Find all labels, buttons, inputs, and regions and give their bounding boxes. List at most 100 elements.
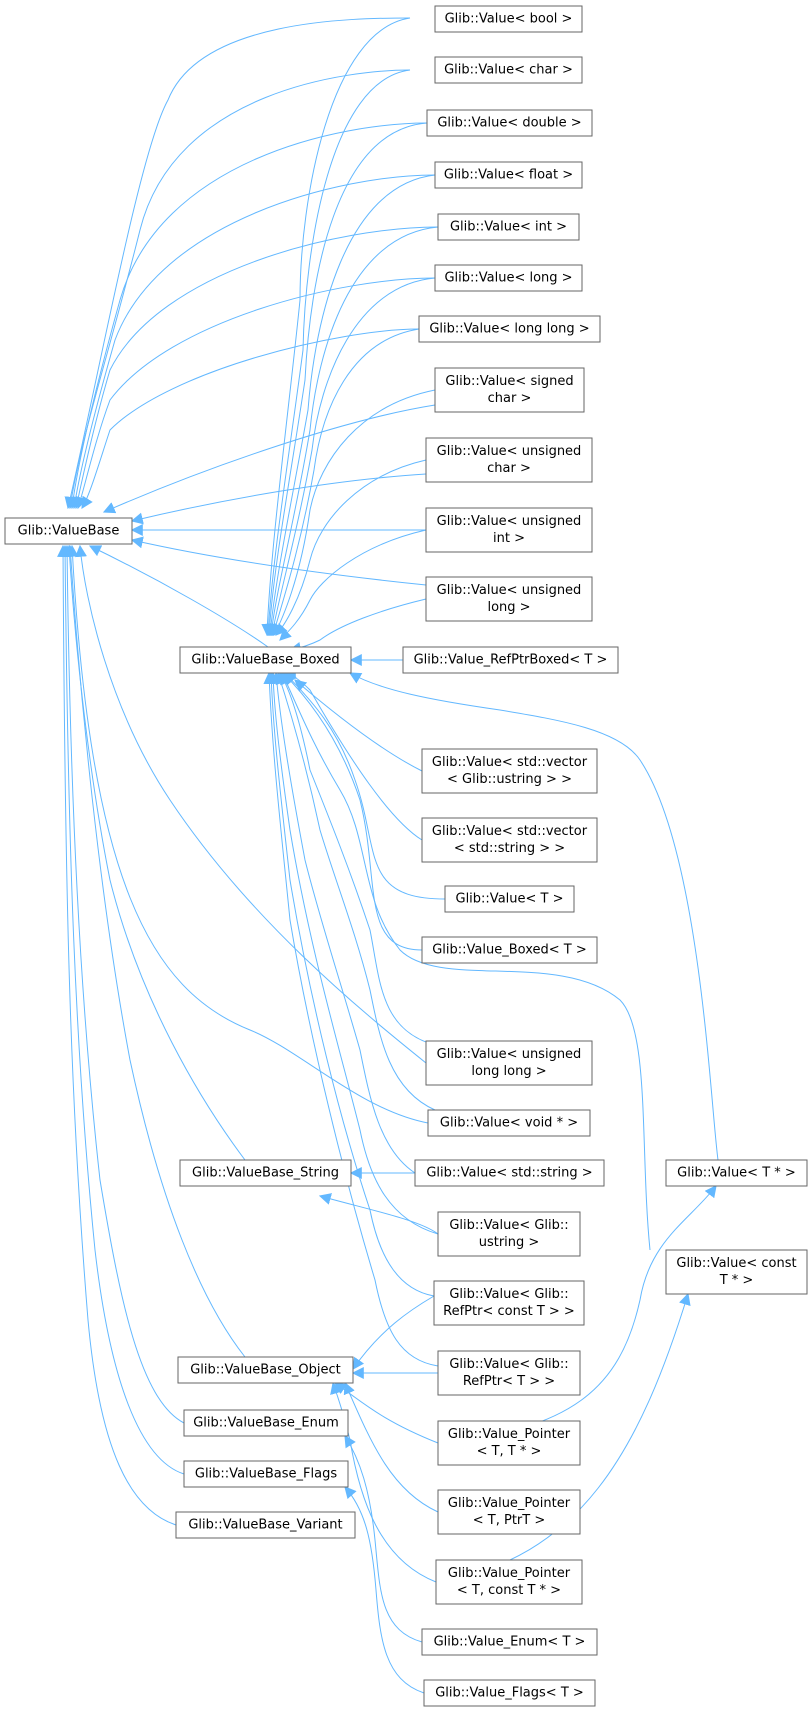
class-node-value-int[interactable]: Glib::Value< int >	[437, 213, 580, 241]
class-label: T * >	[719, 1273, 754, 1288]
class-node-valuebase-string[interactable]: Glib::ValueBase_String	[179, 1159, 352, 1187]
class-label: long >	[487, 600, 530, 615]
inheritance-arrow-47	[63, 544, 246, 1161]
inheritance-arrow-34	[263, 671, 439, 1367]
inheritance-arrow-27	[284, 672, 446, 900]
class-label: ustring >	[479, 1235, 540, 1250]
class-node-value-enum-t[interactable]: Glib::Value_Enum< T >	[421, 1628, 598, 1656]
inheritance-arrow-43	[330, 1381, 437, 1583]
class-node-valuebase-enum[interactable]: Glib::ValueBase_Enum	[183, 1409, 349, 1437]
class-label: Glib::Value< unsigned	[437, 514, 582, 529]
class-box	[665, 1249, 808, 1295]
class-label: Glib::Value< void * >	[440, 1116, 578, 1131]
class-label: Glib::ValueBase_Enum	[193, 1416, 339, 1431]
class-box	[434, 367, 585, 413]
inheritance-arrow-44	[344, 1434, 423, 1643]
class-node-valuebase-variant[interactable]: Glib::ValueBase_Variant	[175, 1511, 356, 1539]
class-label: Glib::Value< Glib::	[449, 1218, 568, 1233]
class-box	[425, 1040, 593, 1086]
class-box	[435, 1559, 583, 1605]
class-node-value-flags-t[interactable]: Glib::Value_Flags< T >	[423, 1679, 596, 1707]
class-label: Glib::Value< unsigned	[437, 1047, 582, 1062]
class-node-value-tptr[interactable]: Glib::Value< T * >	[665, 1159, 808, 1187]
inheritance-arrow-29	[279, 671, 436, 1046]
class-label: Glib::Value< T >	[456, 892, 564, 907]
class-label: < T, const T * >	[457, 1583, 561, 1598]
class-box	[175, 1511, 356, 1539]
class-label: Glib::Value_Pointer	[448, 1566, 571, 1581]
inheritance-arrow-5	[72, 226, 439, 510]
inheritance-arrow-38	[318, 1193, 439, 1235]
class-node-valuebase-object[interactable]: Glib::ValueBase_Object	[177, 1356, 354, 1384]
class-box	[437, 1489, 581, 1535]
inheritance-arrow-31	[270, 671, 416, 1174]
class-box	[427, 1109, 591, 1137]
class-label: Glib::Value< Glib::	[449, 1287, 568, 1302]
class-box	[426, 109, 593, 137]
inheritance-edges	[57, 17, 719, 1694]
inheritance-arrow-33	[265, 671, 435, 1297]
class-node-value-long-long[interactable]: Glib::Value< long long >	[418, 315, 601, 343]
class-box	[444, 885, 575, 913]
class-label: Glib::Value_Pointer	[448, 1496, 571, 1511]
class-node-value-boxed-t[interactable]: Glib::Value_Boxed< T >	[421, 936, 598, 964]
class-node-value-std-string[interactable]: Glib::Value< std::string >	[414, 1159, 605, 1187]
class-node-value-void-ptr[interactable]: Glib::Value< void * >	[427, 1109, 591, 1137]
class-node-value-long[interactable]: Glib::Value< long >	[434, 264, 583, 292]
inheritance-arrow-13	[261, 17, 411, 637]
class-label: RefPtr< T > >	[463, 1374, 555, 1389]
class-node-value-bool[interactable]: Glib::Value< bool >	[434, 5, 583, 33]
class-label: Glib::Value< unsigned	[437, 583, 582, 598]
class-box	[665, 1159, 808, 1187]
class-box	[418, 315, 601, 343]
class-node-value-char[interactable]: Glib::Value< char >	[434, 56, 583, 84]
inheritance-arrow-2	[65, 69, 411, 510]
inheritance-arrow-18	[267, 277, 436, 637]
class-label: Glib::Value< std::vector	[432, 755, 588, 770]
class-label: char >	[488, 391, 532, 406]
inheritance-arrow-25	[294, 679, 423, 772]
inheritance-arrow-3	[67, 122, 428, 510]
class-node-value-pointer-t-tptr[interactable]: Glib::Value_Pointer< T, T * >	[437, 1420, 581, 1466]
class-label: Glib::Value_RefPtrBoxed< T >	[414, 653, 608, 668]
class-node-value-pointer-const-tptr[interactable]: Glib::Value_Pointer< T, const T * >	[435, 1559, 583, 1605]
class-box	[437, 213, 580, 241]
class-node-valuebase[interactable]: Glib::ValueBase	[4, 517, 133, 545]
class-box	[183, 1460, 349, 1488]
class-node-value-vector-string[interactable]: Glib::Value< std::vector< std::string > …	[421, 817, 598, 863]
class-node-value-refptr-const-t[interactable]: Glib::Value< Glib::RefPtr< const T > >	[433, 1280, 585, 1326]
class-label: Glib::Value< int >	[450, 220, 567, 235]
class-label: Glib::Value< unsigned	[437, 444, 582, 459]
class-label: Glib::Value< float >	[444, 168, 573, 183]
class-box	[4, 517, 133, 545]
class-label: Glib::Value< long long >	[429, 322, 589, 337]
inheritance-arrow-35	[281, 671, 651, 1251]
class-node-valuebase-flags[interactable]: Glib::ValueBase_Flags	[183, 1460, 349, 1488]
class-box	[437, 1211, 581, 1257]
class-node-value-refptr-t[interactable]: Glib::Value< Glib::RefPtr< T > >	[437, 1350, 581, 1396]
class-node-value-float[interactable]: Glib::Value< float >	[434, 161, 583, 189]
class-node-value-t[interactable]: Glib::Value< T >	[444, 885, 575, 913]
class-label: Glib::Value< std::string >	[426, 1166, 592, 1181]
inheritance-arrow-9	[130, 473, 427, 525]
class-node-value-refptrboxed[interactable]: Glib::Value_RefPtrBoxed< T >	[402, 646, 619, 674]
inheritance-arrow-45	[344, 1486, 425, 1694]
class-node-value-vector-ustring[interactable]: Glib::Value< std::vector< Glib::ustring …	[421, 748, 598, 794]
class-label: Glib::Value< Glib::	[449, 1357, 568, 1372]
class-node-value-glib-ustring[interactable]: Glib::Value< Glib::ustring >	[437, 1211, 581, 1257]
class-box	[434, 264, 583, 292]
class-node-valuebase-boxed[interactable]: Glib::ValueBase_Boxed	[179, 646, 352, 674]
class-node-value-pointer-ptrt[interactable]: Glib::Value_Pointer< T, PtrT >	[437, 1489, 581, 1535]
class-label: Glib::Value_Flags< T >	[435, 1686, 584, 1701]
class-label: Glib::Value< bool >	[445, 12, 573, 27]
class-node-value-double[interactable]: Glib::Value< double >	[426, 109, 593, 137]
inheritance-arrow-52	[75, 544, 427, 1064]
inheritance-arrow-21	[275, 459, 427, 636]
